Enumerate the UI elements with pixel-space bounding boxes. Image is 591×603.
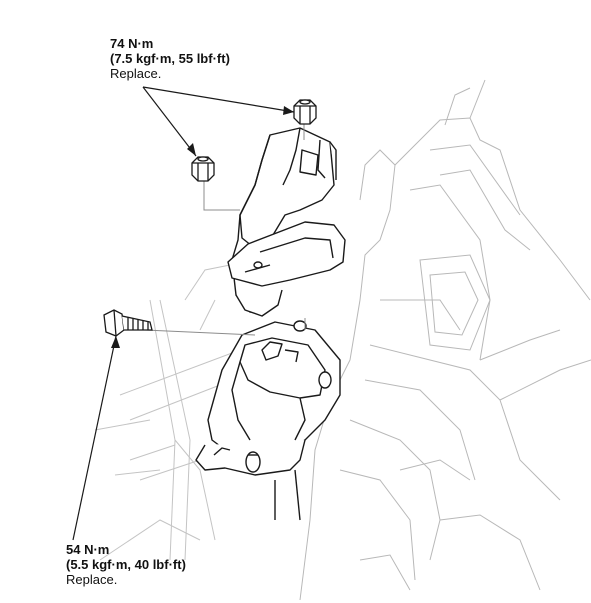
upper-torque-alt-units: (7.5 kgf·m, 55 lbf·ft) (110, 51, 230, 66)
arrowheads (111, 106, 294, 348)
leader-arrows (72, 86, 295, 541)
mount-bolt (103, 309, 153, 337)
lower-torque-alt-units: (5.5 kgf·m, 40 lbf·ft) (66, 557, 186, 572)
upper-mount-bracket (227, 127, 346, 317)
engine-bay-outline (299, 79, 591, 601)
frame-rail-lines (94, 264, 241, 561)
flange-nut-right (293, 99, 317, 125)
lower-bolt-torque-callout: 54 N·m (5.5 kgf·m, 40 lbf·ft) Replace. (66, 542, 186, 587)
lower-replace-note: Replace. (66, 572, 118, 587)
flange-nut-left (191, 156, 215, 182)
upper-nut-torque-callout: 74 N·m (7.5 kgf·m, 55 lbf·ft) Replace. (110, 36, 230, 81)
engine-mount-body (195, 320, 341, 521)
alignment-guide-lines (144, 118, 306, 336)
upper-torque-nm: 74 N·m (110, 36, 154, 51)
upper-replace-note: Replace. (110, 66, 162, 81)
lower-torque-nm: 54 N·m (66, 542, 110, 557)
